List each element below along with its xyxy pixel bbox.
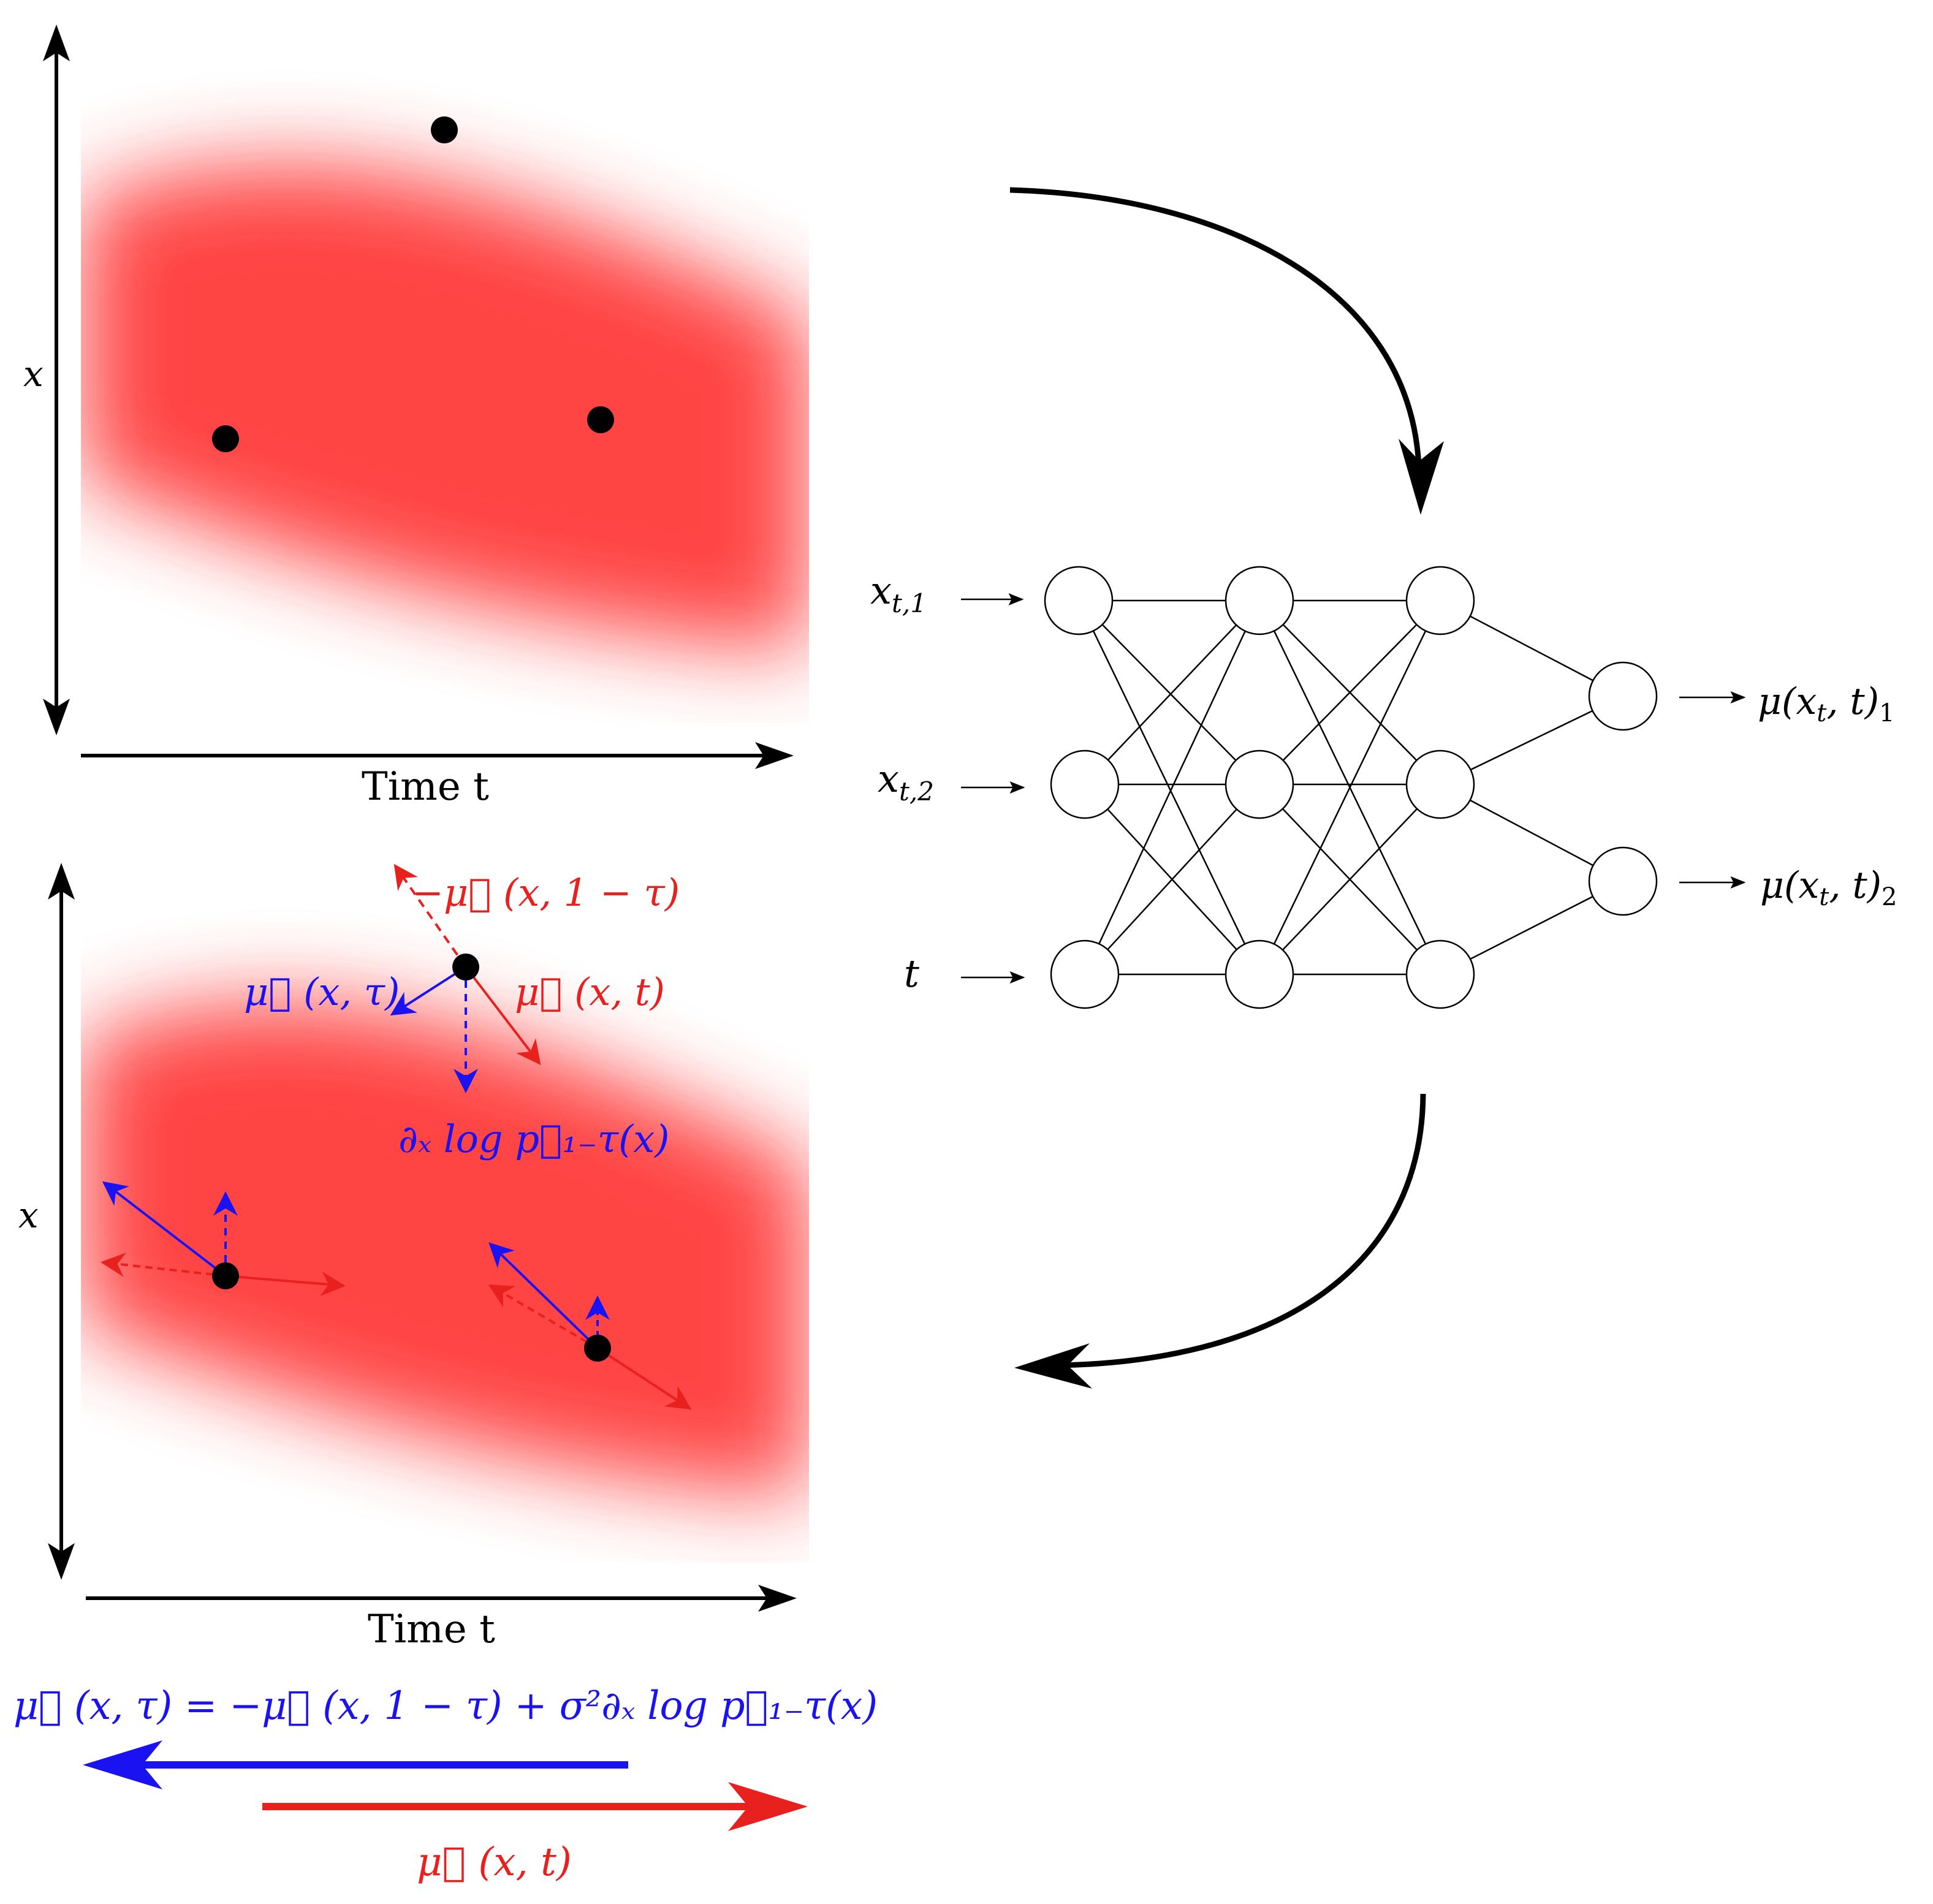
hidden-node bbox=[1405, 939, 1475, 1009]
label-forward-drift: μ⃗ (x, t) bbox=[515, 969, 665, 1014]
input-label-t: t bbox=[904, 951, 919, 996]
curved-arrow-top-head-icon bbox=[1399, 439, 1444, 515]
output-label-1: μ(xt, t)1 bbox=[1758, 680, 1894, 727]
particle bbox=[212, 425, 239, 452]
particle bbox=[452, 954, 479, 980]
particle-vectors-2 bbox=[101, 1181, 346, 1296]
top-y-axis-arrow-up-icon bbox=[43, 25, 70, 61]
output-node bbox=[1588, 661, 1658, 731]
bottom-x-axis-arrow-icon bbox=[758, 1585, 797, 1612]
particle-vectors-1 bbox=[390, 863, 541, 1093]
input-label-x1: xt,1 bbox=[870, 568, 927, 618]
backward-arrow-icon bbox=[83, 1740, 162, 1789]
curved-arrow-bottom-icon bbox=[1060, 1093, 1426, 1368]
top-y-axis-arrow-down-icon bbox=[43, 699, 70, 735]
bottom-density-panel: x Time t −μ⃗ (x, 1 − τ) μ⃖ (x, bbox=[18, 863, 809, 1652]
top-x-label: Time t bbox=[362, 764, 489, 810]
label-neg-forward-drift: −μ⃗ (x, 1 − τ) bbox=[412, 870, 680, 915]
particle bbox=[212, 1262, 239, 1289]
neural-network: xt,1 xt,2 t μ(xt, t)1 μ(xt, t)2 bbox=[870, 566, 1897, 1009]
hidden-node bbox=[1225, 566, 1294, 635]
hidden-node bbox=[1225, 939, 1294, 1009]
top-y-label: x bbox=[23, 353, 44, 395]
curved-arrow-top-icon bbox=[1009, 187, 1422, 466]
input-node bbox=[1050, 749, 1120, 819]
reverse-drift-equation: μ⃖ (x, τ) = −μ⃗ (x, 1 − τ) + σ²∂ₓ log p⃗… bbox=[13, 1683, 878, 1729]
input-node bbox=[1050, 939, 1120, 1009]
top-x-axis-arrow-icon bbox=[755, 742, 794, 769]
bottom-density-band bbox=[81, 1001, 809, 1495]
bottom-x-label: Time t bbox=[368, 1607, 495, 1652]
bottom-y-axis-arrow-up-icon bbox=[48, 863, 75, 900]
curved-arrow-bottom-head-icon bbox=[1014, 1343, 1092, 1389]
network-edges bbox=[1077, 599, 1623, 976]
label-score: ∂ₓ log p⃗₁₋τ(x) bbox=[398, 1117, 669, 1161]
particle bbox=[584, 1335, 611, 1362]
particle bbox=[587, 406, 614, 433]
label-backward-drift: μ⃖ (x, τ) bbox=[244, 969, 400, 1014]
input-node bbox=[1044, 566, 1114, 635]
output-label-2: μ(xt, t)2 bbox=[1760, 864, 1897, 911]
network-nodes bbox=[1044, 566, 1658, 1009]
forward-arrow-icon bbox=[728, 1782, 808, 1831]
top-density-band bbox=[81, 164, 809, 650]
particle-vectors-3 bbox=[488, 1242, 692, 1410]
top-density-panel: x Time t bbox=[23, 25, 809, 810]
output-node bbox=[1588, 846, 1658, 916]
bottom-y-label: x bbox=[18, 1194, 39, 1236]
bottom-y-axis-arrow-down-icon bbox=[48, 1543, 75, 1580]
hidden-node bbox=[1405, 749, 1475, 819]
forward-drift-label: μ⃗ (x, t) bbox=[417, 1840, 572, 1885]
equation-block: μ⃖ (x, τ) = −μ⃗ (x, 1 − τ) + σ²∂ₓ log p⃗… bbox=[13, 1683, 878, 1885]
hidden-node bbox=[1405, 566, 1475, 635]
particle bbox=[431, 116, 458, 143]
hidden-node bbox=[1225, 749, 1294, 819]
input-label-x2: xt,2 bbox=[878, 756, 934, 806]
